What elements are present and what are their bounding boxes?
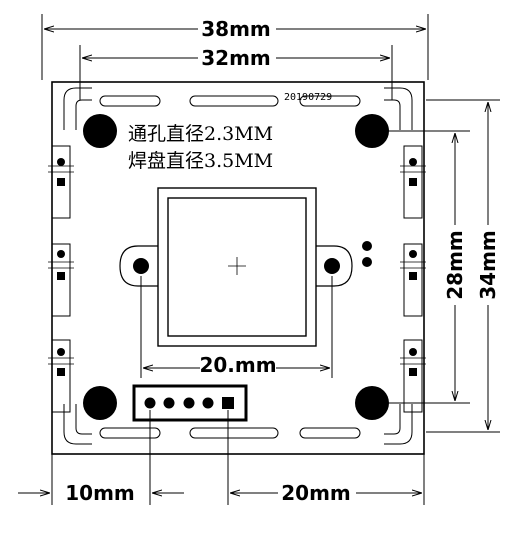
mount-hole-bottom-right (355, 386, 389, 420)
lens-mount (119, 187, 353, 347)
note-through-hole-diameter: 通孔直径2.3MM (128, 123, 273, 145)
dim-10mm-label: 10mm (65, 481, 135, 505)
dimension-38mm: 38mm (41, 14, 429, 80)
mount-hole-bottom-left (83, 386, 117, 420)
corner-slots (63, 87, 413, 445)
dimension-10mm: 10mm (18, 410, 184, 505)
dim-34mm-label: 34mm (476, 230, 500, 300)
tab-hole-right (324, 258, 340, 274)
dim-20-mm-label: 20.mm (199, 353, 276, 377)
center-crosshair (228, 257, 246, 275)
dim-32mm-label: 32mm (201, 46, 271, 70)
note-pad-diameter: 焊盘直径3.5MM (128, 150, 273, 172)
connector (132, 384, 248, 422)
dimension-32mm: 32mm (79, 45, 393, 100)
mount-hole-top-left (83, 114, 117, 148)
dim-28mm-label: 28mm (443, 230, 467, 300)
dimension-28mm: 28mm (388, 130, 470, 404)
left-side-components (48, 145, 74, 413)
dim-20mm-bottom-label: 20mm (281, 481, 351, 505)
dim-38mm-label: 38mm (201, 17, 271, 41)
dimension-34mm: 34mm (426, 99, 500, 433)
date-code: 20190729 (284, 92, 332, 103)
dimension-20-mm: 20.mm (140, 276, 333, 378)
mounting-holes (83, 114, 389, 420)
tab-hole-left (133, 258, 149, 274)
mount-hole-top-right (355, 114, 389, 148)
dimension-20mm-bottom: 20mm (227, 410, 425, 505)
right-side-components (400, 145, 426, 413)
